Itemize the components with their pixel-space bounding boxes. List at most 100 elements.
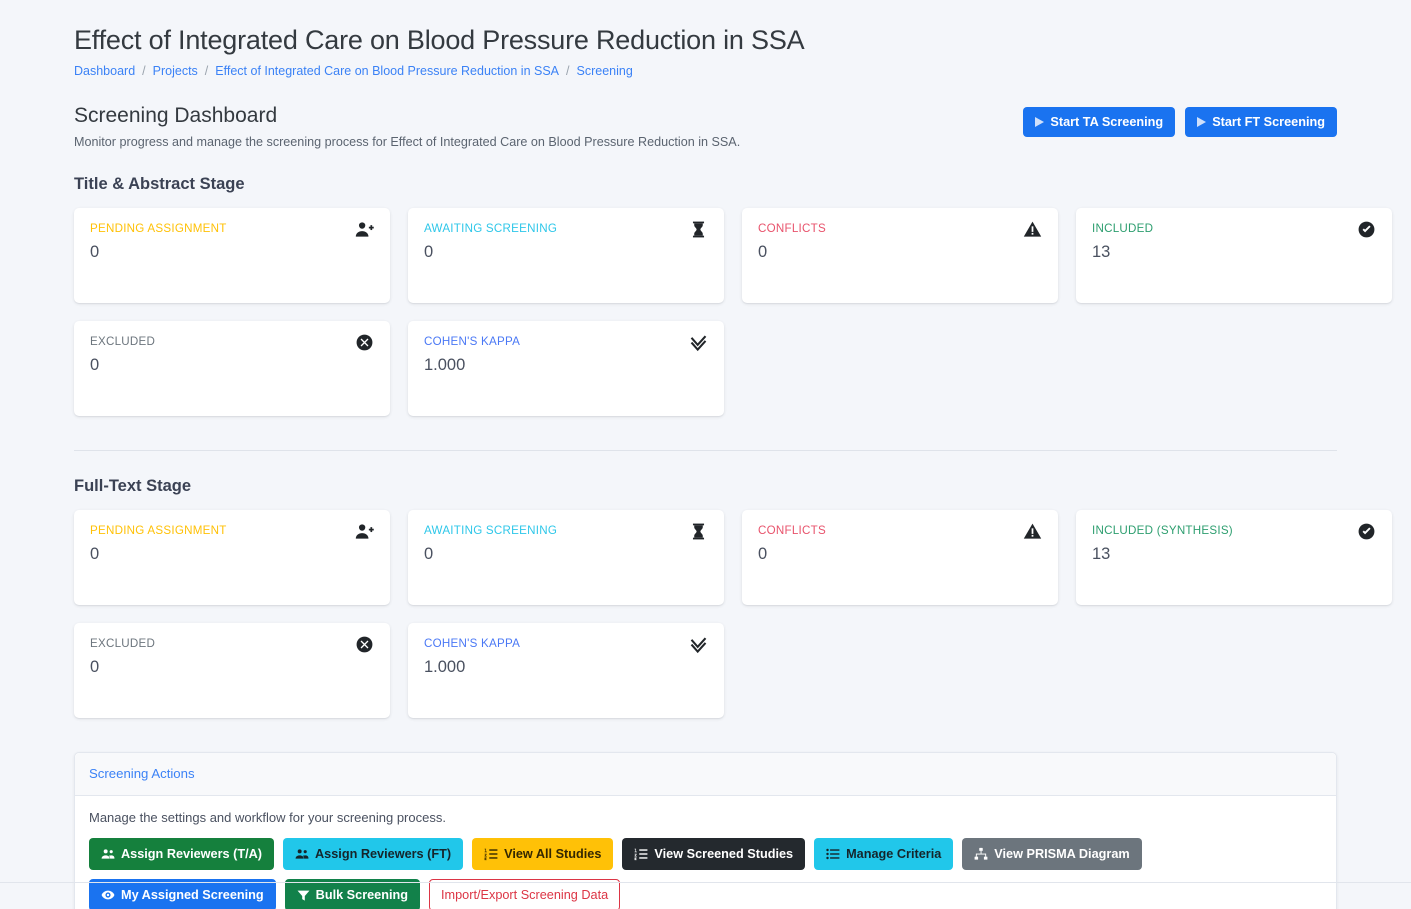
breadcrumb-separator: / [566,63,570,78]
breadcrumb-item-2[interactable]: Projects [152,63,198,78]
stat-card-label: PENDING ASSIGNMENT [90,524,227,538]
start-ft-screening-button[interactable]: Start FT Screening [1185,106,1337,138]
dashboard-heading: Screening Dashboard [74,103,278,127]
start-ta-screening-button[interactable]: Start TA Screening [1023,106,1176,138]
footer-divider [0,882,1411,883]
screening-actions-description: Manage the settings and workflow for you… [89,810,446,826]
screening-actions-body: Manage the settings and workflow for you… [75,796,1336,909]
hourglass-icon [689,522,708,546]
user-plus-icon [355,220,374,244]
stat-card-label: COHEN'S KAPPA [424,637,521,651]
stat-card-value: 0 [90,544,100,563]
x-circle-icon [355,333,374,357]
button-label: View PRISMA Diagram [994,846,1130,861]
breadcrumb-item-1[interactable]: Dashboard [74,63,136,78]
section-title-ft: Full-Text Stage [74,477,192,496]
screening-actions-row-1: Assign Reviewers (T/A) Assign Reviewers (… [89,838,1322,871]
button-label: Assign Reviewers (FT) [315,846,452,861]
button-label: View Screened Studies [654,846,794,861]
stat-card-included-synthesis[interactable]: INCLUDED (SYNTHESIS)13 [1076,510,1392,606]
warning-icon [1023,220,1042,244]
bulk-screening-button[interactable]: Bulk Screening [284,879,421,909]
view-prisma-diagram-button[interactable]: View PRISMA Diagram [962,838,1142,871]
list-ul-icon [826,847,840,861]
stat-card-value: 13 [1092,242,1111,261]
stat-card-pending-assignment[interactable]: PENDING ASSIGNMENT 0 [74,208,390,304]
stat-card-label: INCLUDED (SYNTHESIS) [1092,524,1233,538]
stat-card-label: EXCLUDED [90,335,156,349]
double-check-icon [689,635,708,659]
stat-card-value: 0 [758,242,768,261]
breadcrumb: Dashboard / Projects / Effect of Integrated … [74,64,1337,78]
screening-actions-header: Screening Actions [75,753,1336,797]
double-check-icon [689,333,708,357]
screening-actions-panel: Screening Actions Manage the settings an… [74,752,1337,909]
screening-actions-row-2: My Assigned Screening Bulk Screening Impor… [89,879,1322,909]
button-label: Bulk Screening [315,887,409,902]
button-label: Assign Reviewers (T/A) [121,846,263,861]
start-ft-screening-label: Start FT Screening [1212,114,1325,129]
stat-card-label: EXCLUDED [90,637,156,651]
filter-icon [297,889,310,902]
stat-card-label: PENDING ASSIGNMENT [90,222,227,236]
view-all-studies-button[interactable]: View All Studies [472,838,614,871]
my-assigned-screening-button[interactable]: My Assigned Screening [89,879,276,909]
list-ol-icon [484,847,498,861]
stat-card-cohen-s-kappa[interactable]: COHEN'S KAPPA 1.000 [408,623,724,719]
play-icon [1197,117,1207,128]
breadcrumb-item-4[interactable]: Screening [576,63,633,78]
button-label: My Assigned Screening [121,887,264,902]
stat-card-label: INCLUDED [1092,222,1154,236]
stat-card-value: 1.000 [424,355,466,374]
manage-criteria-button[interactable]: Manage Criteria [814,838,954,871]
stat-card-excluded[interactable]: EXCLUDED 0 [74,321,390,417]
stat-card-included[interactable]: INCLUDED 13 [1076,208,1392,304]
page-title: Effect of Integrated Care on Blood Press… [74,25,805,55]
assign-reviewers-ft-button[interactable]: Assign Reviewers (FT) [283,838,464,871]
sitemap-icon [974,847,988,861]
breadcrumb-separator: / [142,63,146,78]
button-label: Manage Criteria [846,846,942,861]
breadcrumb-separator: / [204,63,209,78]
dashboard-header-actions: Start TA Screening Start FT Screening [1023,102,1337,138]
screening-actions-title: Screening Actions [89,766,195,782]
user-plus-icon [355,522,374,546]
stat-card-value: 0 [90,355,100,374]
breadcrumb-item-3[interactable]: Effect of Integrated Care on Blood Press… [215,63,560,78]
import-export-screening-data-button[interactable]: Import/Export Screening Data [429,879,621,909]
stat-card-cohen-s-kappa[interactable]: COHEN'S KAPPA 1.000 [408,321,724,417]
stage-divider [74,450,1337,452]
eye-icon [101,888,115,902]
play-icon [1035,117,1045,128]
list-ol-icon [634,847,648,861]
start-ta-screening-label: Start TA Screening [1050,114,1164,129]
dashboard-subtitle: Monitor progress and manage the screenin… [74,135,741,150]
dashboard-header: Screening Dashboard Monitor progress and… [74,102,1337,149]
stat-card-value: 0 [90,242,100,261]
stat-card-row: EXCLUDED 0 COHEN'S KAPPA 1.000 [74,321,1337,417]
users-icon [101,847,115,861]
button-label: Import/Export Screening Data [441,887,609,902]
assign-reviewers-t-a-button[interactable]: Assign Reviewers (T/A) [89,838,275,871]
stat-card-pending-assignment[interactable]: PENDING ASSIGNMENT 0 [74,510,390,606]
stat-card-conflicts[interactable]: CONFLICTS 0 [742,208,1058,304]
button-label: View All Studies [504,846,602,861]
stat-card-value: 1.000 [424,657,466,676]
warning-icon [1023,522,1042,546]
check-circle-icon [1357,220,1376,244]
stat-card-label: COHEN'S KAPPA [424,335,521,349]
x-circle-icon [355,635,374,659]
stat-card-label: CONFLICTS [758,524,826,538]
view-screened-studies-button[interactable]: View Screened Studies [622,838,806,871]
stat-card-label: CONFLICTS [758,222,826,236]
